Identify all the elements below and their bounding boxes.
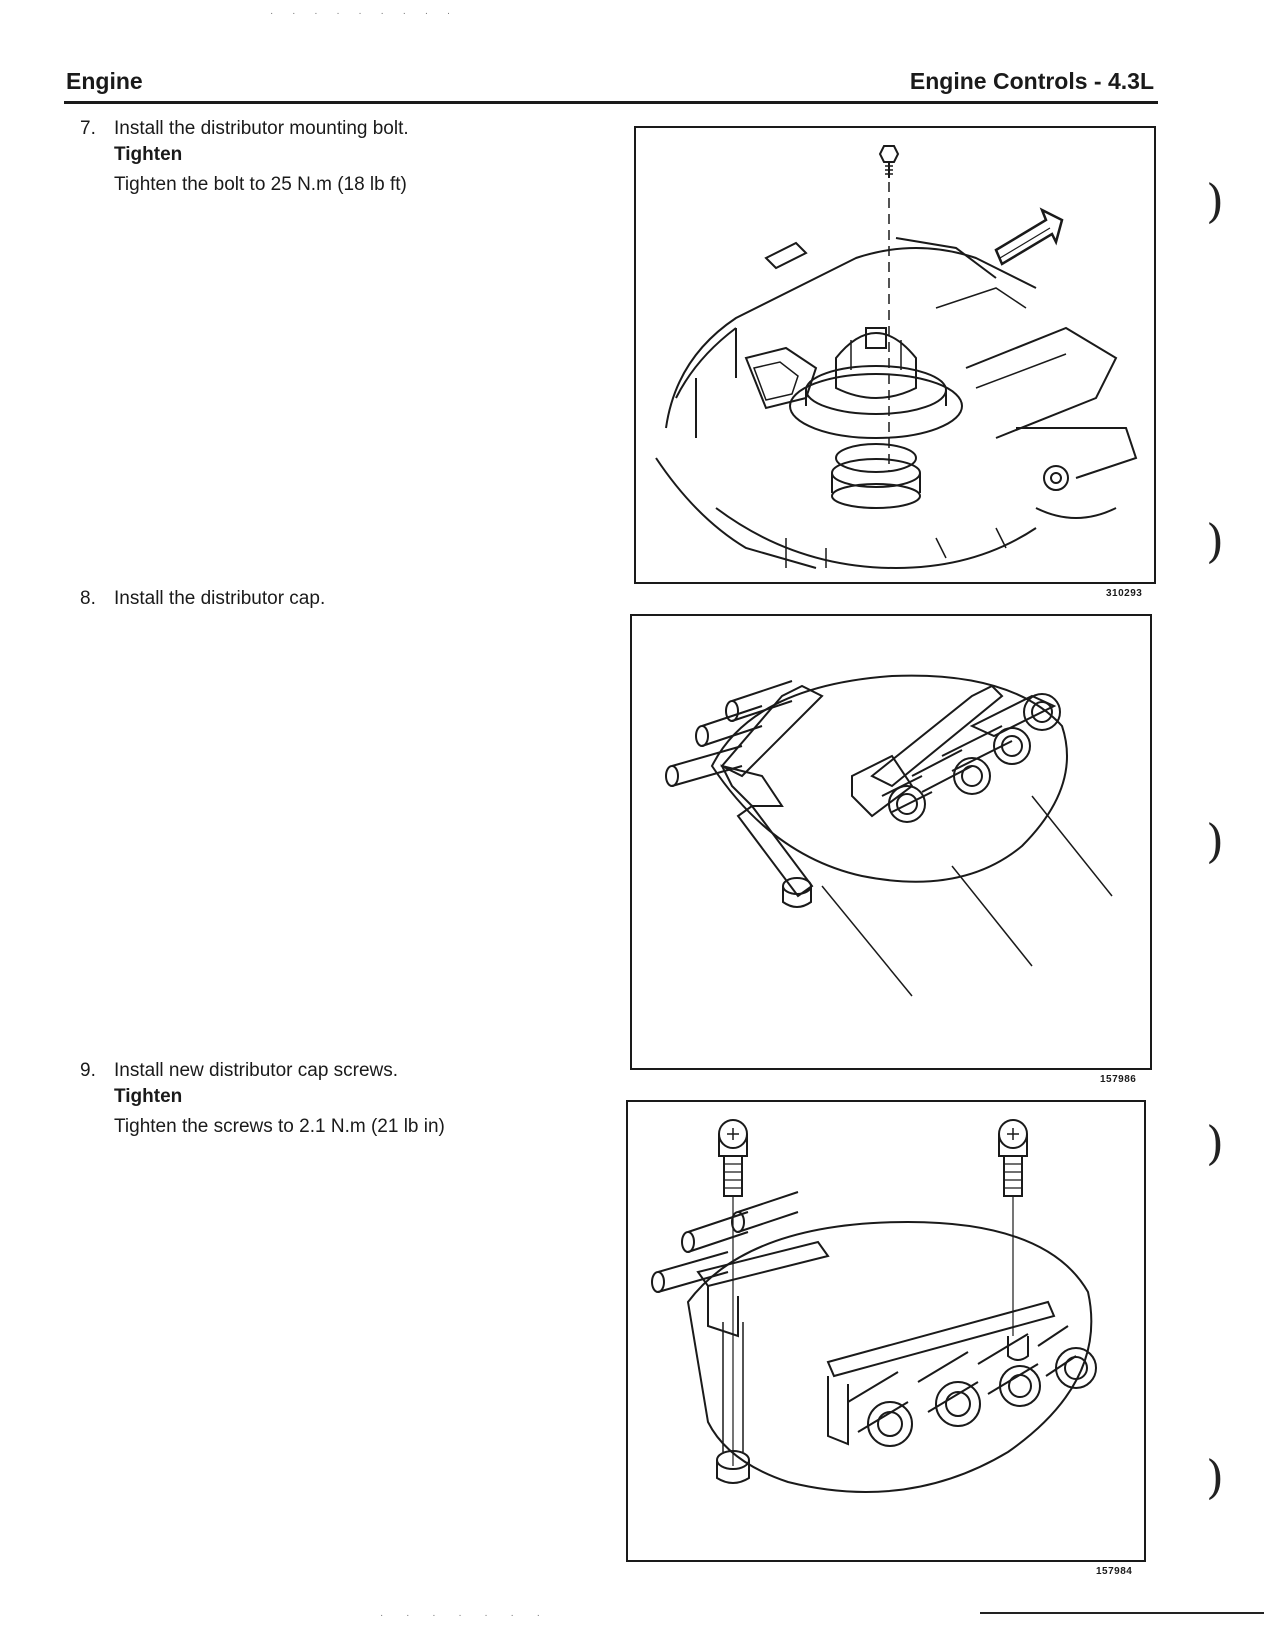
step-text: Install the distributor mounting bolt. bbox=[114, 118, 409, 139]
step-number: 9. bbox=[80, 1060, 96, 1081]
cap-screws-illustration bbox=[651, 1119, 1097, 1493]
figure-number: 310293 bbox=[1106, 588, 1143, 599]
figure-distributor-cap-screws bbox=[626, 1100, 1146, 1562]
tighten-spec: Tighten the bolt to 25 N.m (18 lb ft) bbox=[114, 174, 407, 195]
scan-specks-top: · · · · · · · · · bbox=[270, 8, 459, 19]
figure-distributor-cap bbox=[630, 614, 1152, 1070]
figure-distributor-mounting-bolt bbox=[634, 126, 1156, 584]
distributor-cap-illustration bbox=[665, 674, 1113, 997]
binder-hole-mark: ) bbox=[1206, 514, 1224, 568]
tighten-spec: Tighten the screws to 2.1 N.m (21 lb in) bbox=[114, 1116, 445, 1137]
binder-hole-mark: ) bbox=[1206, 1450, 1224, 1504]
tighten-label: Tighten bbox=[114, 1086, 183, 1107]
step-number: 8. bbox=[80, 588, 96, 609]
binder-hole-mark: ) bbox=[1206, 174, 1224, 228]
binder-hole-mark: ) bbox=[1206, 814, 1224, 868]
header-rule bbox=[64, 101, 1158, 104]
figure-number: 157984 bbox=[1096, 1566, 1133, 1577]
figure-number: 157986 bbox=[1100, 1074, 1137, 1085]
section-title: Engine bbox=[66, 68, 143, 94]
step-text: Install new distributor cap screws. bbox=[114, 1060, 399, 1081]
footer-rule bbox=[980, 1612, 1264, 1614]
page-title: Engine Controls - 4.3L bbox=[909, 68, 1154, 94]
scan-specks-bottom: · · · · · · · bbox=[380, 1610, 550, 1621]
binder-hole-mark: ) bbox=[1206, 1116, 1224, 1170]
step-number: 7. bbox=[80, 118, 96, 139]
step-8: 8. Install the distributor cap. bbox=[80, 586, 560, 616]
engine-distributor-illustration bbox=[655, 145, 1138, 570]
step-9: 9. Install new distributor cap screws. T… bbox=[80, 1058, 560, 1148]
step-7: 7. Install the distributor mounting bolt… bbox=[80, 116, 560, 206]
tighten-label: Tighten bbox=[114, 144, 183, 165]
step-text: Install the distributor cap. bbox=[114, 588, 326, 609]
